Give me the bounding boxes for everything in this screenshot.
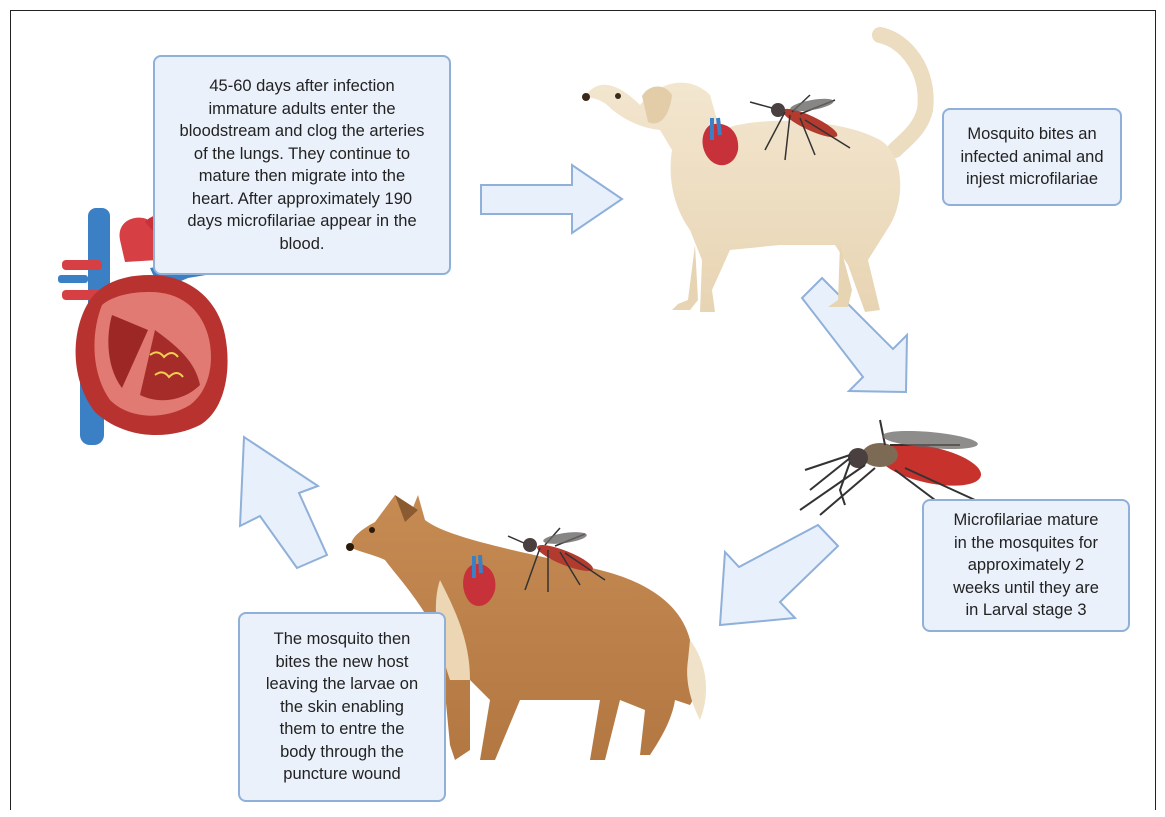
step-bite-infected-text: Mosquito bites an infected animal and in… (960, 123, 1103, 191)
step-heart-text: 45-60 days after infection immature adul… (180, 75, 425, 255)
arrow-down-left (720, 525, 838, 625)
step-mature-box: Microfilariae mature in the mosquites fo… (922, 499, 1130, 632)
arrow-right (481, 165, 622, 233)
step-heart-box: 45-60 days after infection immature adul… (153, 55, 451, 275)
step-new-host-box: The mosquito then bites the new host lea… (238, 612, 446, 802)
arrow-down-right (802, 278, 907, 392)
step-new-host-text: The mosquito then bites the new host lea… (266, 628, 418, 786)
step-mature-text: Microfilariae mature in the mosquites fo… (953, 509, 1099, 622)
step-bite-infected-box: Mosquito bites an infected animal and in… (942, 108, 1122, 206)
infected-dog-icon (582, 35, 926, 312)
arrow-up-left (240, 437, 327, 568)
